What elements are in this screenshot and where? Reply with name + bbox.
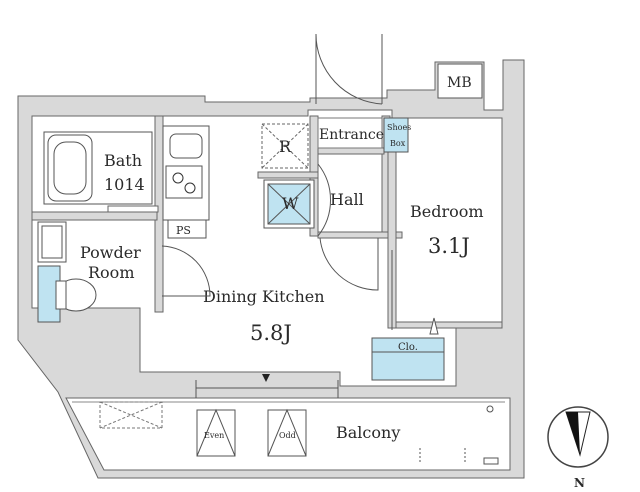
shoes-box-label-2: Box (390, 139, 406, 148)
refrigerator-space: R (261, 123, 309, 169)
washer-label: W (282, 194, 299, 213)
balcony-label: Balcony (336, 423, 400, 442)
bath-size: 1014 (104, 175, 145, 194)
bath-room: Bath 1014 (43, 131, 153, 205)
dining-kitchen-size: 5.8J (250, 321, 292, 345)
entrance-area: Entrance Shoes Box (315, 33, 411, 153)
bath-label: Bath (104, 151, 142, 170)
compass-north-label: N (574, 476, 585, 490)
mb-box: MB (437, 63, 483, 99)
ps-label: PS (176, 224, 191, 237)
kitchen-counter: PS (162, 125, 210, 239)
burner-icon (184, 182, 196, 194)
powder-room-label-2: Room (88, 263, 134, 282)
compass-icon: N (547, 406, 609, 490)
bedroom-label: Bedroom (410, 202, 484, 221)
closet-label: Clo. (398, 342, 418, 353)
refrigerator-label: R (279, 137, 292, 156)
hall-area: Hall (317, 163, 379, 291)
bedroom: Bedroom 3.1J Clo. (371, 202, 484, 381)
hall-label: Hall (330, 190, 364, 209)
balcony-area (65, 397, 511, 471)
even-label: Even (204, 431, 224, 440)
powder-room: Powder Room (37, 221, 141, 323)
partitions (31, 115, 503, 329)
dining-kitchen: Dining Kitchen 5.8J (161, 245, 339, 398)
washer-space: W (263, 179, 315, 229)
burner-icon (172, 172, 184, 184)
mb-label: MB (447, 75, 472, 91)
powder-room-label-1: Powder (80, 243, 141, 262)
entrance-label: Entrance (319, 127, 384, 143)
entry-arrow-icon (262, 374, 270, 382)
dining-kitchen-label: Dining Kitchen (203, 287, 325, 306)
odd-label: Odd (279, 431, 296, 440)
shoes-box-label-1: Shoes (387, 123, 411, 132)
bedroom-size: 3.1J (428, 234, 470, 258)
